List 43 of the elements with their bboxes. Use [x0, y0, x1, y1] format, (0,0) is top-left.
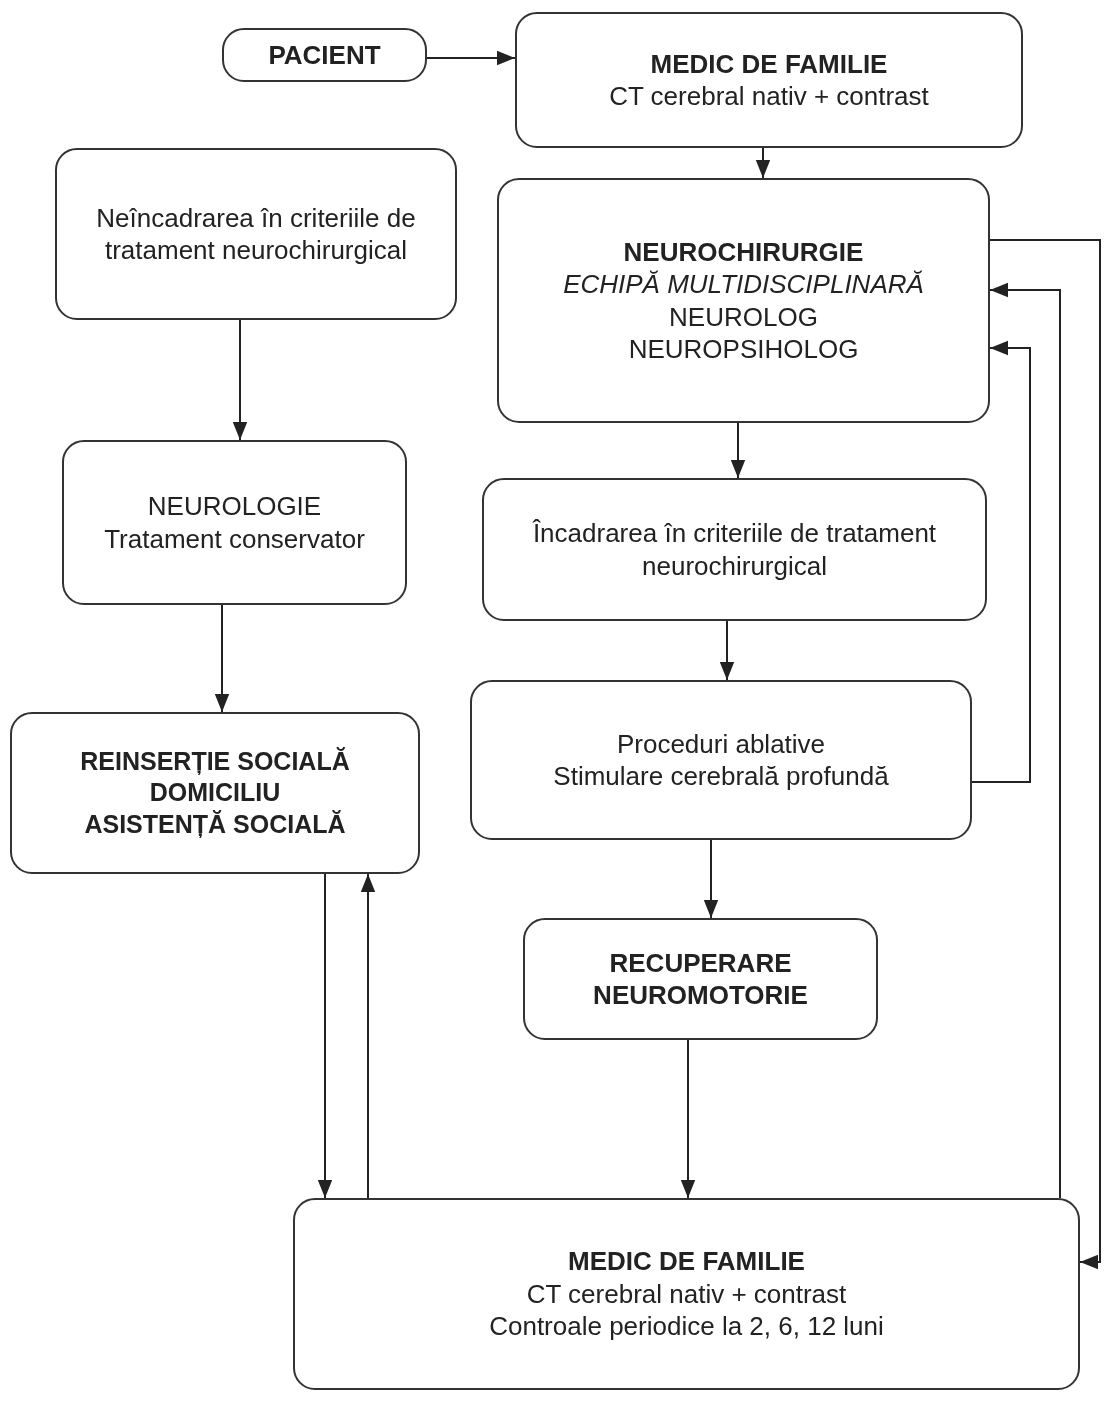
process-box — [10, 712, 420, 874]
box-text: Stimulare cerebrală profundă — [553, 760, 889, 793]
box-text: Neîncadrarea în criteriile de tratament neurochirurgical — [95, 201, 417, 267]
box-text: DOMICILIU — [149, 777, 281, 809]
arrow — [214, 604, 230, 713]
box-text: CT cerebral nativ + contrast — [526, 1277, 847, 1311]
box-text: ASISTENȚĂ SOCIALĂ — [84, 808, 346, 840]
process-box — [222, 28, 427, 82]
process-box — [515, 12, 1023, 148]
arrow — [703, 839, 719, 919]
box-text: Tratament conservator — [104, 522, 365, 555]
box-text: NEUROLOGIE — [147, 490, 322, 523]
box-text: PACIENT — [268, 38, 381, 72]
box-heading: MEDIC DE FAMILIE — [568, 1245, 805, 1278]
arrow — [989, 282, 1061, 1199]
arrow — [680, 1039, 696, 1199]
arrow — [730, 422, 746, 479]
process-box — [62, 440, 407, 605]
process-box — [497, 178, 990, 423]
box-text: Proceduri ablative — [616, 727, 826, 760]
arrow — [971, 340, 1031, 783]
box-text: Încadrarea în criteriile de tratament neurochirurgical — [531, 517, 938, 582]
arrow — [360, 873, 376, 1199]
process-box — [470, 680, 972, 840]
process-box — [482, 478, 987, 621]
box-text: CT cerebral nativ + contrast — [609, 80, 929, 113]
box-text: NEUROPSIHOLOG — [628, 333, 859, 366]
process-box — [293, 1198, 1080, 1390]
arrow — [232, 319, 248, 441]
process-box — [523, 918, 878, 1040]
box-text: RECUPERARE NEUROMOTORIE — [592, 946, 809, 1012]
box-heading: REINSERȚIE SOCIALĂ — [80, 746, 350, 778]
box-text: NEUROLOG — [669, 300, 818, 333]
arrow — [426, 50, 516, 66]
arrow — [317, 873, 333, 1199]
arrow — [719, 620, 735, 681]
box-text: Controale periodice la 2, 6, 12 luni — [489, 1310, 884, 1343]
arrow — [989, 239, 1101, 1270]
process-box — [55, 148, 457, 320]
box-heading: NEUROCHIRURGIE — [623, 235, 864, 268]
box-heading: MEDIC DE FAMILIE — [650, 47, 888, 80]
arrow — [755, 147, 771, 179]
box-text: ECHIPĂ MULTIDISCIPLINARĂ — [563, 268, 924, 301]
